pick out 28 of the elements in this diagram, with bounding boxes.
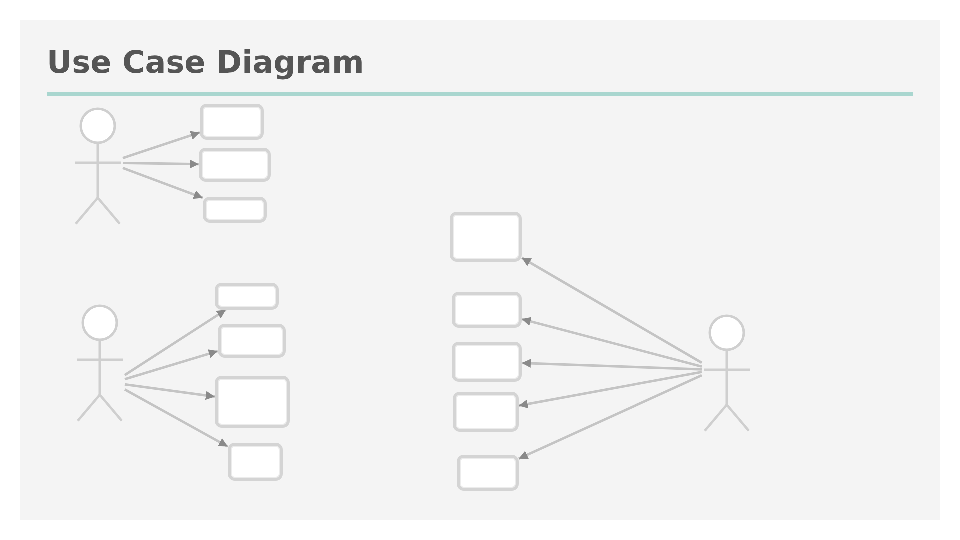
- use-case-box: [203, 197, 267, 223]
- arrow: [521, 256, 703, 364]
- actor-figure: [73, 106, 123, 226]
- use-case-box: [450, 212, 522, 262]
- arrow: [124, 350, 218, 381]
- actor-figure: [702, 313, 752, 433]
- arrow: [122, 167, 204, 200]
- use-case-box: [457, 455, 519, 491]
- use-case-box: [453, 392, 519, 432]
- actor-figure: [75, 303, 125, 423]
- use-case-box: [215, 283, 279, 310]
- use-case-box: [199, 148, 271, 182]
- arrow: [124, 383, 216, 400]
- use-case-box: [228, 443, 283, 481]
- arrow: [522, 317, 702, 368]
- arrow: [518, 374, 703, 460]
- arrow: [122, 131, 200, 160]
- arrow: [518, 370, 702, 409]
- arrow: [522, 359, 702, 371]
- use-case-box: [452, 292, 522, 328]
- use-case-box: [215, 376, 290, 428]
- use-case-box: [200, 104, 264, 140]
- arrow: [124, 308, 227, 376]
- arrow: [122, 160, 200, 169]
- use-case-box: [452, 342, 522, 382]
- arrow: [124, 388, 229, 448]
- slide-title: Use Case Diagram: [47, 44, 364, 82]
- use-case-box: [218, 324, 286, 358]
